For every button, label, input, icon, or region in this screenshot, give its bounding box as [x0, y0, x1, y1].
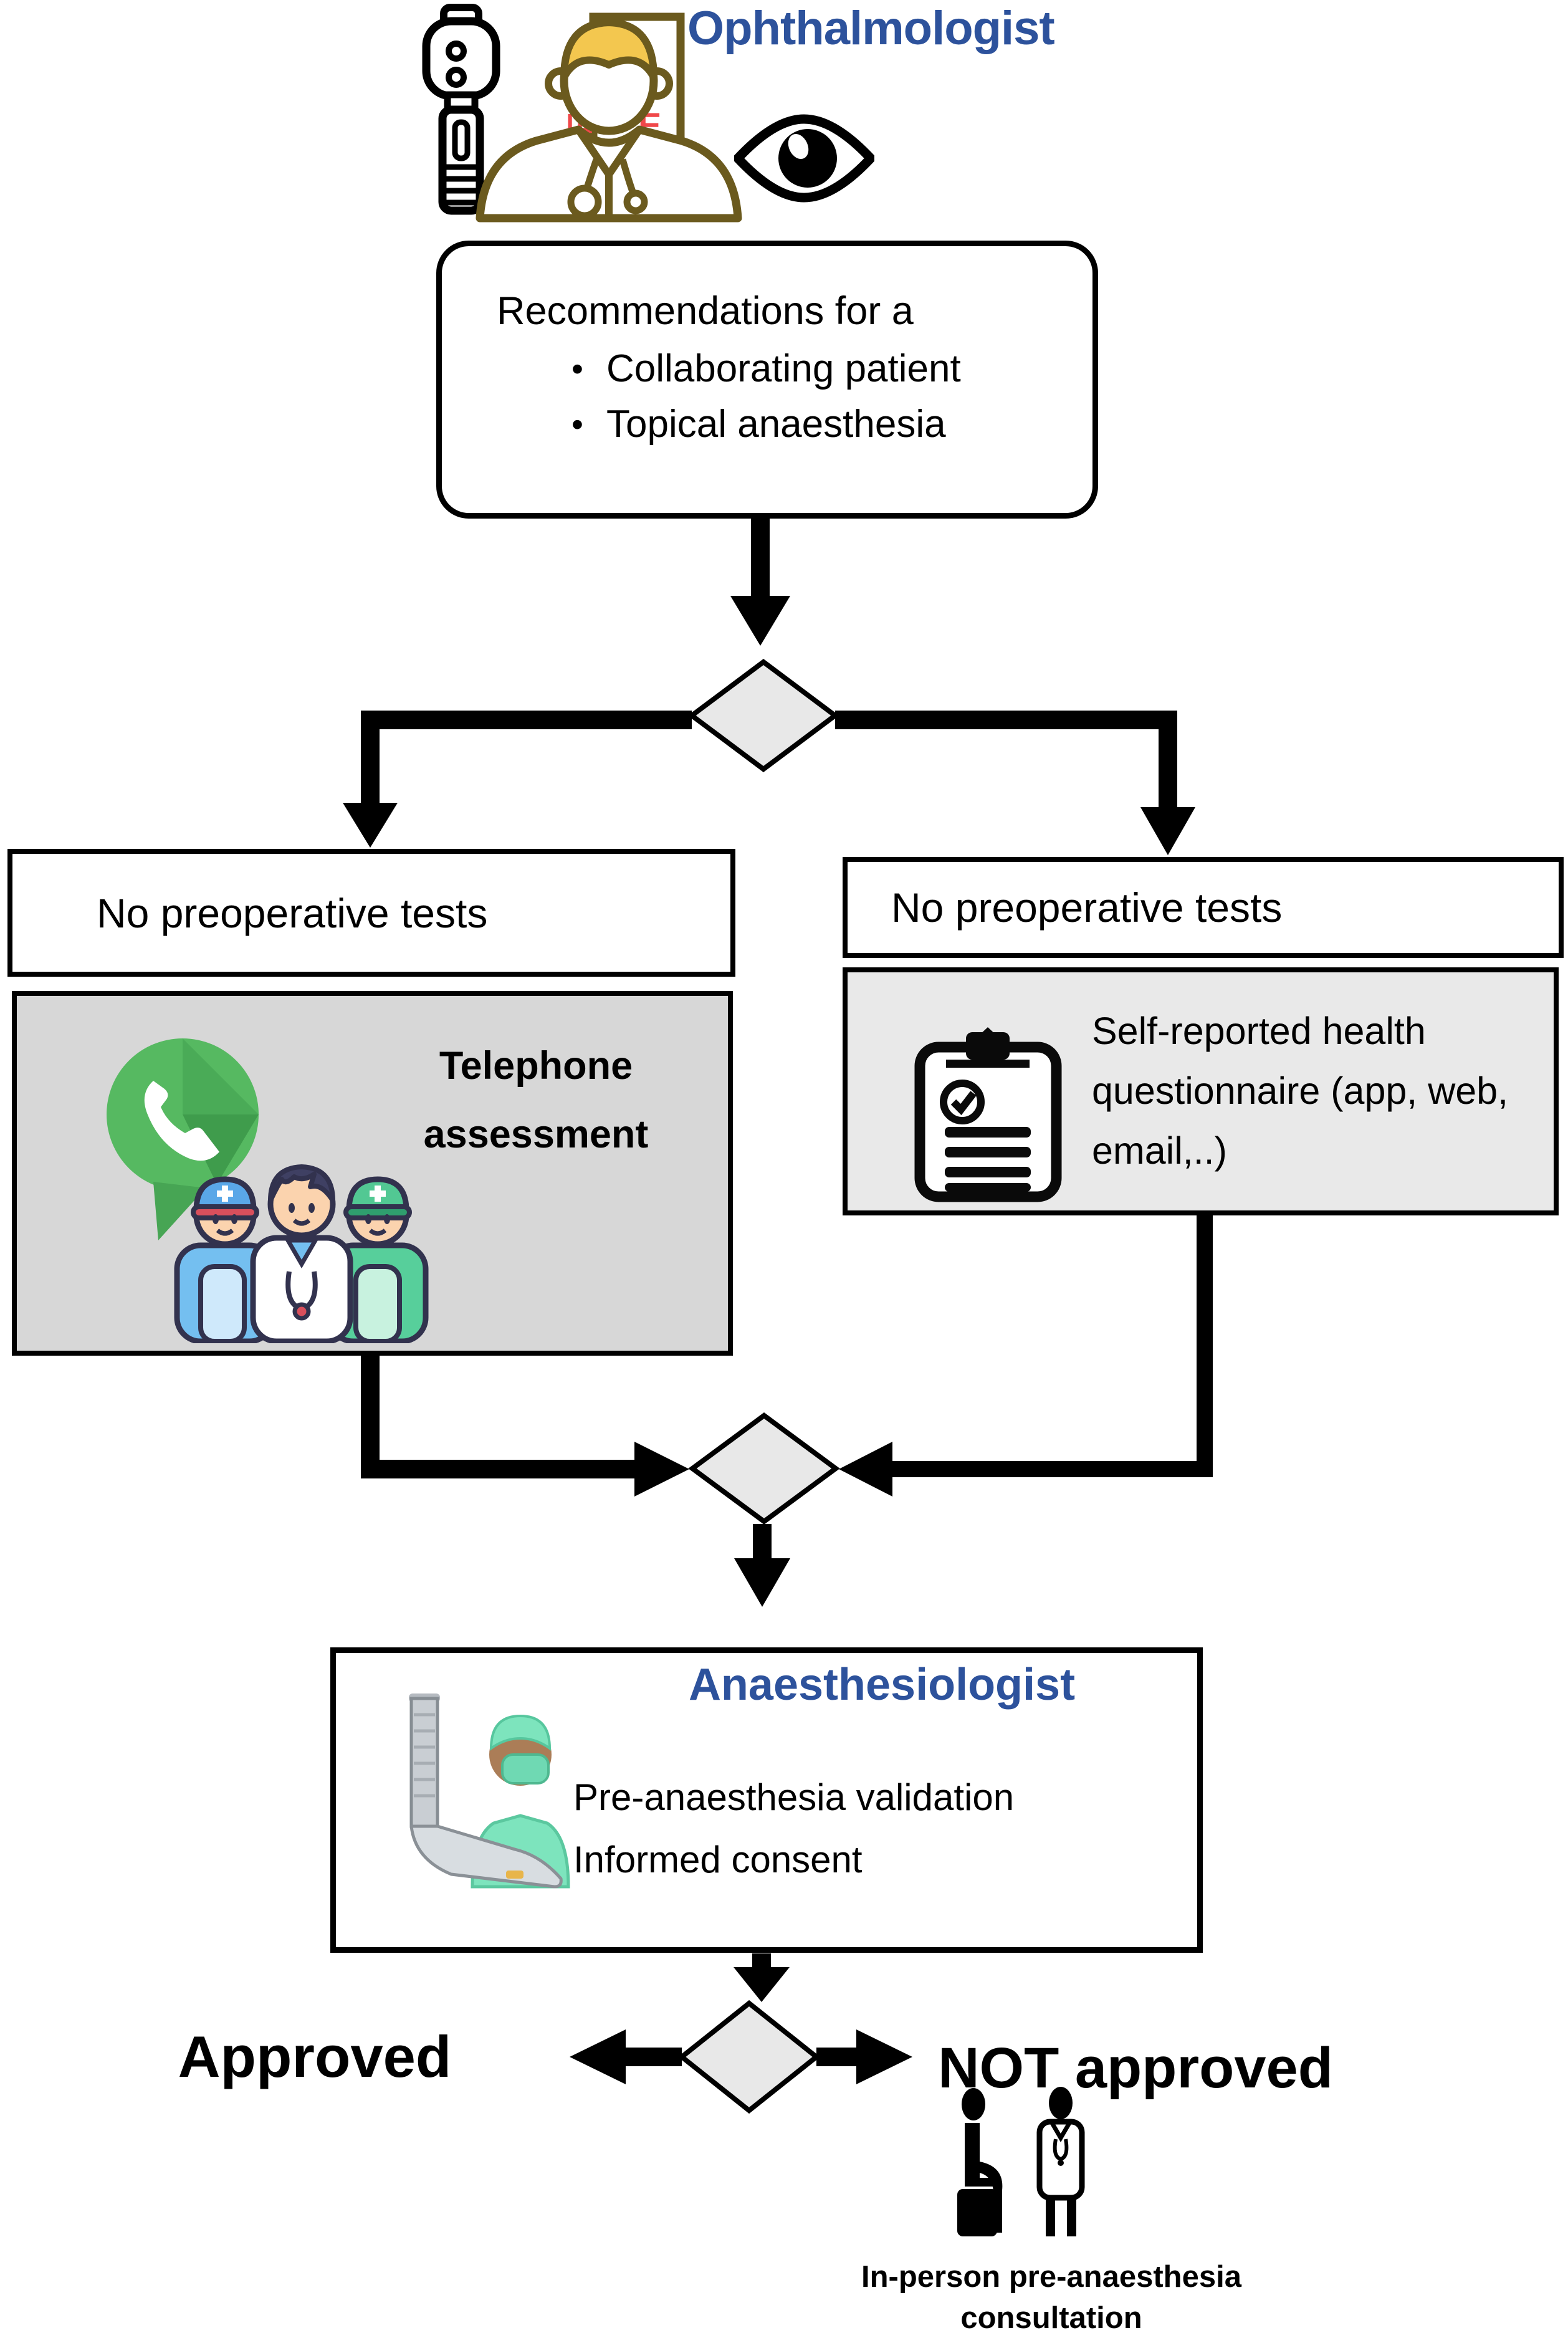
questionnaire-clipboard-icon [914, 1027, 1062, 1202]
arrow-not-approved-head [856, 2029, 912, 2084]
telephone-assessment-label: Telephone assessment [423, 1044, 649, 1156]
eye-icon [734, 114, 874, 203]
merge-right-line [892, 1214, 1213, 1477]
bullet-item: • Topical anaesthesia [571, 396, 961, 452]
not-approved-label: NOT approved [938, 2036, 1333, 2100]
branch-left-line [361, 711, 692, 804]
informed-consent-line: Informed consent [573, 1839, 863, 1880]
ophthalmoscope-icon [422, 4, 500, 215]
questionnaire-label: Self-reported health questionnaire (app,… [1092, 1010, 1509, 1172]
in-person-consultation-caption: In-person pre-anaesthesia consultation [861, 2260, 1241, 2333]
doctor-eye-chart-icon: E E E [476, 12, 742, 223]
branch-left-head [343, 803, 398, 848]
merge-left-line [361, 1354, 634, 1478]
recommendations-title: Recommendations for a [497, 289, 914, 333]
bullet-glyph: • [571, 405, 583, 443]
arrow-top-head [730, 596, 790, 646]
left-no-preoperative-tests-box: No preoperative tests [7, 849, 735, 977]
anaesthesiologist-tasks: Pre-anaesthesia validation Informed cons… [573, 1766, 1014, 1891]
right-no-preoperative-tests-box: No preoperative tests [843, 857, 1564, 958]
anaesthesiologist-title: Anaesthesiologist [688, 1660, 1076, 1710]
decision-diamond-2 [688, 1412, 840, 1525]
patient-and-doctor-icon [957, 2087, 1085, 2236]
laryngoscope-anaesthesiologist-icon [409, 1693, 570, 1889]
phone-chat-bubble-icon [107, 1038, 259, 1240]
page-title: Ophthalmologist [687, 2, 1055, 55]
right-no-tests-label: No preoperative tests [891, 884, 1283, 931]
left-no-tests-label: No preoperative tests [97, 889, 488, 936]
recommendations-box: Recommendations for a • Collaborating pa… [436, 241, 1098, 519]
pre-anaesthesia-validation-line: Pre-anaesthesia validation [573, 1776, 1015, 1818]
bullet-text: Topical anaesthesia [606, 403, 946, 446]
medical-team-icon [174, 1164, 429, 1343]
decision-diamond-1 [687, 659, 839, 772]
recommendations-bullets: • Collaborating patient • Topical anaest… [571, 341, 961, 452]
branch-right-head [1140, 807, 1195, 855]
bullet-text: Collaborating patient [606, 347, 961, 390]
bullet-glyph: • [571, 350, 583, 388]
merge-left-head [634, 1442, 689, 1497]
approved-label: Approved [178, 2024, 452, 2089]
bullet-item: • Collaborating patient [571, 341, 961, 396]
branch-right-line [835, 711, 1177, 808]
arrow-approved-head [570, 2029, 626, 2084]
arrow-outcome-head [734, 1967, 790, 2002]
merge-right-head [839, 1442, 892, 1497]
anaesthesiologist-box [330, 1647, 1203, 1953]
decision-diamond-3 [677, 2000, 821, 2114]
arrow-anaes-head [734, 1558, 790, 1607]
